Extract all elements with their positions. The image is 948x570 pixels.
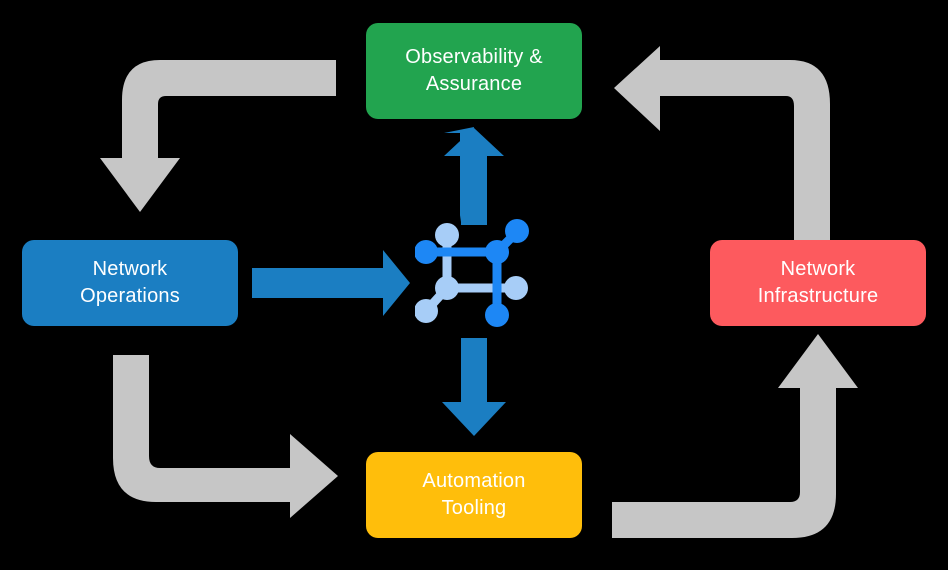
icon-node-top-left-light — [435, 223, 459, 247]
node-label-network-infrastructure: Network Infrastructure — [757, 258, 879, 307]
arrow-right-blue — [252, 250, 410, 316]
node-label-network-operations: Network Operations — [80, 258, 180, 307]
icon-node-top-right-bright — [505, 219, 529, 243]
network-topology-icon — [415, 219, 529, 327]
icon-node-left-bright — [415, 240, 438, 264]
node-box-automation-tooling[interactable]: Automation Tooling — [366, 452, 582, 538]
icon-node-right-light — [504, 276, 528, 300]
icon-node-mid-left-light — [435, 276, 459, 300]
node-label-automation-tooling: Automation Tooling — [422, 470, 526, 519]
icon-node-bottom-bright — [485, 303, 509, 327]
node-label-observability: Observability & Assurance — [405, 46, 543, 95]
icon-node-center-bright — [485, 240, 509, 264]
node-box-observability[interactable]: Observability & Assurance — [366, 23, 582, 119]
elbow-arrow-top-right — [614, 46, 830, 240]
node-box-network-infrastructure[interactable]: Network Infrastructure — [710, 240, 926, 326]
elbow-arrow-bottom-right — [612, 334, 858, 538]
arrow-up-blue-shaft — [444, 128, 504, 225]
elbow-arrow-bottom-left — [113, 355, 338, 518]
elbow-arrow-top-left — [100, 60, 336, 212]
node-box-network-operations[interactable]: Network Operations — [22, 240, 238, 326]
icon-node-bottom-left-light — [415, 299, 438, 323]
arrow-down-blue — [442, 338, 506, 436]
